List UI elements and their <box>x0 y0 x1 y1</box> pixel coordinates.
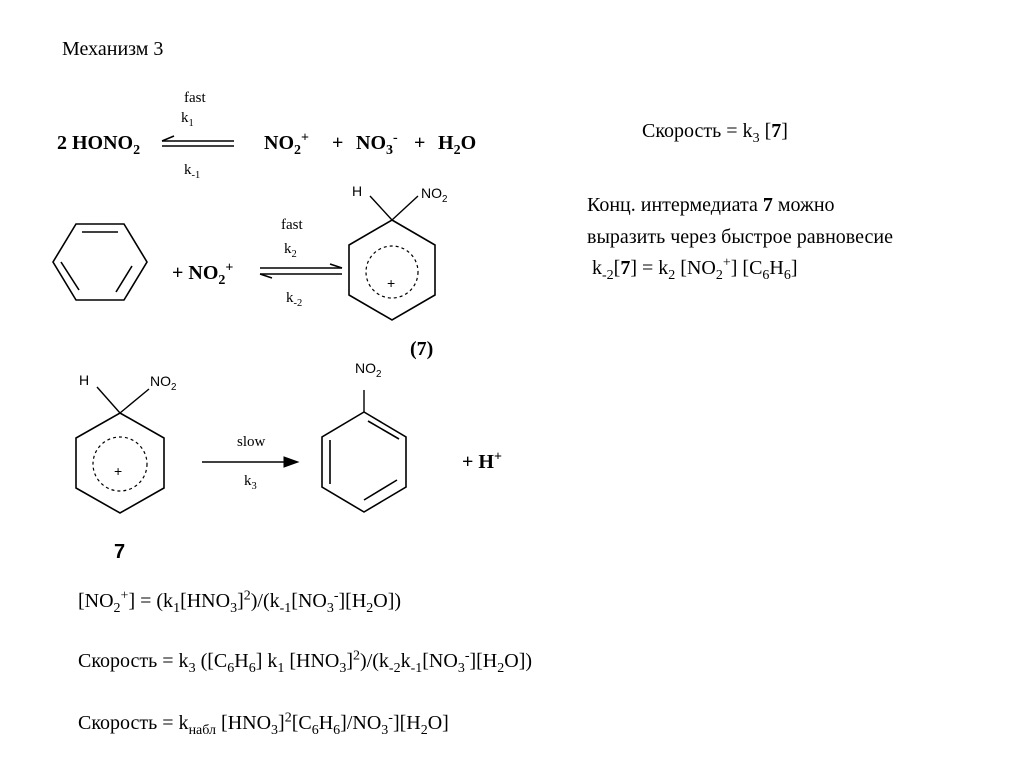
nitrobenzene <box>321 390 407 513</box>
equilibrium-arrow-1 <box>161 135 234 147</box>
nitronium-reagent: + NO2+ <box>172 260 234 288</box>
step2-k-forward: k2 <box>284 241 297 260</box>
equation-nitronium-conc: [NO2+] = (k1[HNO3]2)/(k-1[NO3-][H2O]) <box>78 588 402 616</box>
inter7b-no2-label: NO2 <box>150 373 177 393</box>
product-nitronium: NO2+ <box>264 130 309 158</box>
proton-product: + H+ <box>462 449 502 473</box>
arenium-ion-7-step3 <box>75 386 165 514</box>
page-title: Механизм 3 <box>62 38 164 60</box>
step2-k-reverse: k-2 <box>286 290 303 309</box>
product-nitrate: NO3- <box>356 130 398 158</box>
rate-law: Скорость = k3 [7] <box>642 120 788 146</box>
equation-rate-observed: Скорость = kнабл [HNO3]2[C6H6]/NO3-][H2O… <box>78 710 449 738</box>
inter7-charge: + <box>387 275 396 291</box>
intermediate-label-7b: 7 <box>114 541 126 563</box>
inter7-h-label: H <box>352 183 363 199</box>
plus-sign-2: + <box>414 132 426 154</box>
arenium-ion-7 <box>348 195 436 321</box>
benzene-ring <box>52 223 148 301</box>
nitrobenzene-no2-label: NO2 <box>355 360 382 380</box>
inter7b-charge: + <box>114 463 123 479</box>
note-line-3-equilibrium: k-2[7] = k2 [NO2+] [C6H6] <box>592 255 798 283</box>
intermediate-label-7: (7) <box>410 338 434 360</box>
step3-slow-label: slow <box>237 434 266 450</box>
equation-rate-expanded: Скорость = k3 ([C6H6] k1 [HNO3]2)/(k-2k-… <box>78 648 533 676</box>
inter7-no2-label: NO2 <box>421 185 448 205</box>
step2-fast-label: fast <box>281 217 303 233</box>
equilibrium-arrow-2 <box>259 263 343 279</box>
step1-k-reverse: k-1 <box>184 162 201 181</box>
reaction-arrow-3 <box>202 456 300 468</box>
product-water: H2O <box>438 132 477 158</box>
note-line-2: выразить через быстрое равновесие <box>587 226 893 248</box>
step1-fast-label: fast <box>184 90 206 106</box>
plus-sign-1: + <box>332 132 344 154</box>
step1-k-forward: k1 <box>181 110 194 129</box>
note-line-1: Конц. интермедиата 7 можно <box>587 194 835 216</box>
step3-k: k3 <box>244 473 257 492</box>
inter7b-h-label: H <box>79 372 90 388</box>
reactant-hono2: 2 HONO2 <box>57 132 141 158</box>
